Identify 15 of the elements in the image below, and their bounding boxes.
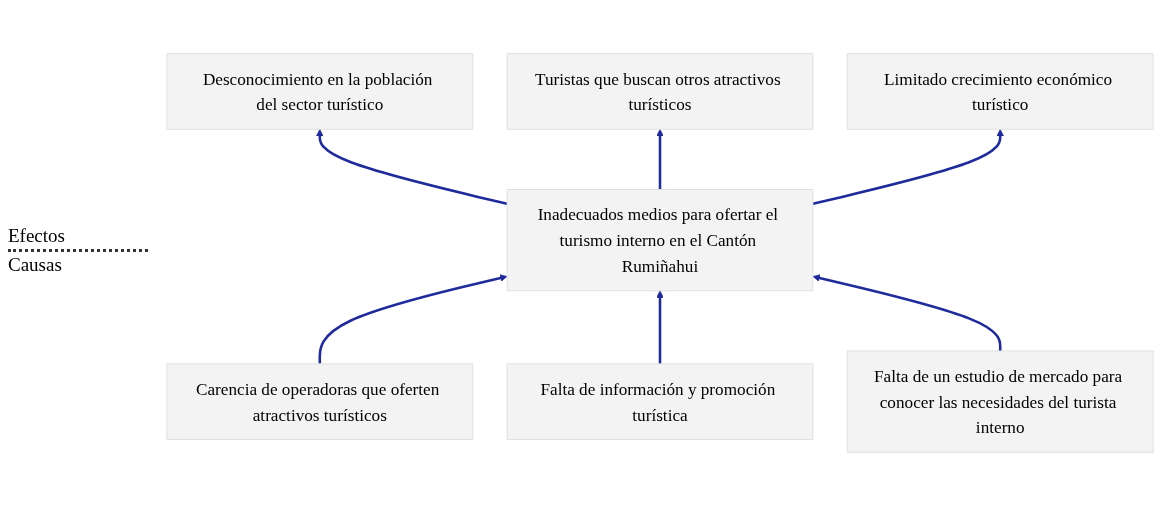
node-box: Inadecuados medios para ofertar el turismo interno en el Cantón Rumiñahui — [506, 189, 814, 292]
arrow — [812, 128, 1004, 206]
node-box: Falta de un estudio de mercado para conocer las necesidades del turista interno — [846, 350, 1154, 453]
node-box: Falta de información y promoción turística — [506, 363, 814, 440]
arrow — [656, 128, 664, 190]
node-box: Carencia de operadoras que oferten atractivos turísticos — [166, 363, 474, 440]
arrow — [318, 274, 508, 364]
node-box: Turistas que buscan otros atractivos turísticos — [506, 53, 814, 130]
arrow — [812, 274, 1002, 351]
arrow — [316, 128, 508, 206]
node-box: Desconocimiento en la población del sector turístico — [166, 53, 474, 130]
arrow — [656, 290, 664, 364]
section-label: Causas — [8, 254, 62, 276]
node-box: Limitado crecimiento económico turístico — [846, 53, 1154, 130]
section-label: Efectos — [8, 225, 65, 247]
